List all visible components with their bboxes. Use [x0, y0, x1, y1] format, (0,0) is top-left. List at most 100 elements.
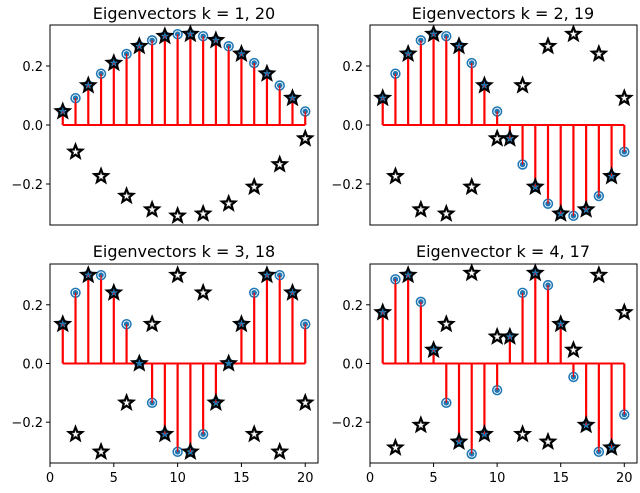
star-marker-inner [594, 270, 604, 279]
star-marker [373, 302, 393, 321]
y-tick-label: 0.0 [342, 358, 363, 373]
star-marker [244, 424, 264, 443]
circle-marker [248, 287, 260, 298]
star-marker-inner [173, 270, 182, 279]
circle-marker [415, 296, 427, 308]
star-marker [411, 199, 431, 218]
star-marker [295, 392, 315, 411]
star-marker-inner [301, 398, 310, 407]
star-marker-inner [147, 205, 157, 214]
star-marker [231, 43, 251, 63]
subplot-title: Eigenvectors k = 2, 19 [412, 4, 594, 23]
star-marker [78, 265, 98, 284]
star-marker [436, 314, 456, 333]
star-marker [424, 339, 444, 359]
star-marker [462, 263, 482, 282]
x-tick-label: 0 [366, 471, 374, 486]
star-marker-inner [71, 429, 80, 438]
star-marker-inner [96, 171, 106, 180]
star-marker-inner [518, 81, 527, 90]
star-marker [270, 154, 290, 173]
star-marker-inner [505, 332, 515, 341]
star-marker-inner [607, 171, 616, 180]
star-marker [601, 166, 622, 185]
star-marker [282, 88, 303, 107]
star-marker [168, 205, 188, 224]
star-marker-inner [262, 270, 272, 279]
x-tick-label: 10 [489, 471, 506, 486]
star-marker-inner [403, 49, 413, 58]
circle-marker [390, 274, 401, 285]
star-marker [474, 75, 494, 94]
star-marker-inner [211, 35, 221, 44]
star-marker-inner [378, 93, 387, 102]
star-marker [436, 203, 456, 222]
star-marker-inner [198, 288, 208, 297]
star-marker-inner [211, 398, 221, 407]
star-marker-inner [620, 93, 629, 102]
star-marker-inner [505, 134, 515, 143]
star-marker-inner [122, 398, 131, 407]
y-tick-label: 0.0 [22, 119, 43, 134]
star-marker-inner [135, 359, 144, 368]
star-marker-inner [198, 209, 208, 218]
star-marker [142, 314, 162, 333]
star-marker-inner [581, 205, 591, 214]
star-marker [500, 326, 520, 345]
star-marker [155, 424, 175, 443]
star-marker [423, 24, 444, 43]
x-tick-label: 15 [552, 471, 569, 486]
star-marker-inner [160, 31, 170, 40]
star-marker [525, 263, 545, 282]
star-marker [551, 203, 571, 222]
star-marker-inner [250, 429, 259, 438]
star-marker-inner [492, 332, 502, 341]
star-marker-inner [250, 182, 259, 191]
star-marker [129, 36, 149, 55]
star-marker [282, 282, 303, 301]
star-marker [385, 166, 406, 185]
plot-area: 0.20.0−0.2 [11, 24, 319, 226]
circle-marker [517, 287, 528, 298]
star-marker [219, 193, 239, 212]
star-marker-inner [160, 429, 170, 438]
star-marker-inner [442, 319, 451, 328]
y-tick-label: 0.2 [342, 60, 363, 75]
star-marker-inner [275, 447, 284, 456]
circle-marker [70, 287, 81, 298]
star-marker [385, 437, 406, 456]
star-marker [180, 24, 200, 43]
star-marker [487, 128, 507, 147]
star-marker-inner [518, 429, 527, 438]
star-marker [142, 199, 162, 218]
star-marker [168, 265, 188, 284]
star-marker [117, 186, 137, 205]
star-marker [589, 265, 609, 284]
star-marker-inner [275, 160, 284, 169]
star-marker [601, 437, 622, 456]
x-tick-label: 0 [46, 471, 54, 486]
star-marker-inner [403, 270, 413, 279]
star-marker [206, 30, 226, 49]
star-marker [398, 43, 418, 63]
star-marker [244, 176, 264, 196]
plot-area: 0.20.0−0.2 [331, 24, 638, 226]
star-marker-inner [288, 93, 297, 102]
x-tick-label: 20 [297, 471, 314, 486]
star-marker [411, 415, 431, 434]
star-marker-inner [122, 191, 131, 200]
star-marker [576, 415, 596, 434]
star-marker [53, 101, 73, 120]
star-marker [155, 26, 175, 45]
star-marker [117, 392, 137, 411]
star-marker-inner [58, 319, 67, 328]
y-tick-label: −0.2 [331, 178, 363, 193]
star-marker [449, 431, 469, 451]
star-marker-inner [84, 81, 93, 90]
star-marker [206, 392, 226, 411]
y-tick-label: 0.2 [22, 299, 43, 314]
star-marker [551, 314, 571, 333]
y-tick-label: 0.0 [22, 358, 43, 373]
